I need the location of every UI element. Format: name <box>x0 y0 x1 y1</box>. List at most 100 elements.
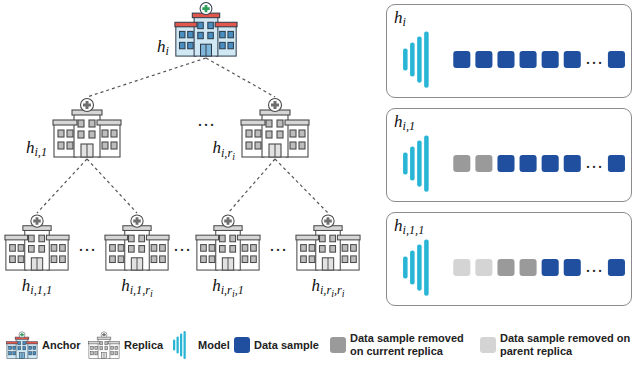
data-sample <box>453 155 470 172</box>
ellipsis: … <box>585 49 603 67</box>
data-sample <box>564 259 581 276</box>
legend-swatch <box>234 337 250 353</box>
hospital-icon <box>53 99 121 158</box>
ellipsis: … <box>269 236 287 254</box>
data-sample <box>453 259 470 276</box>
building-part <box>285 120 309 125</box>
building-part <box>330 246 336 253</box>
building-part <box>129 246 135 253</box>
building-part <box>351 245 357 252</box>
replica-hospital: hi,ri <box>240 98 310 158</box>
node-illustration <box>4 214 70 271</box>
text-part: i <box>150 288 153 299</box>
building-part <box>111 142 117 149</box>
model-bar <box>184 331 186 359</box>
building-part <box>216 229 241 270</box>
data-sample <box>564 51 581 68</box>
building-part <box>255 130 261 137</box>
building-part <box>330 235 336 242</box>
building-part <box>125 229 150 270</box>
legend-swatch <box>480 337 496 353</box>
building-part <box>160 245 166 252</box>
building-part <box>160 256 166 263</box>
building-part <box>129 235 135 242</box>
text-part: i,1 <box>34 146 47 160</box>
building-part <box>29 346 32 349</box>
building-part <box>342 256 348 263</box>
text-part: ,1 <box>235 283 244 297</box>
building-part <box>147 239 168 270</box>
text-part: i,ri,1 <box>221 283 244 297</box>
data-sample <box>520 51 537 68</box>
text-part: h <box>212 276 221 295</box>
building-part <box>98 338 110 358</box>
cross-symbol <box>271 101 279 109</box>
building-part <box>322 258 333 270</box>
building-part <box>301 256 307 263</box>
legend-item: Anchor <box>6 326 81 364</box>
cross-badge <box>322 215 334 227</box>
hospital-icon <box>241 99 309 158</box>
building-part <box>67 142 73 149</box>
building-part <box>60 256 66 263</box>
building-part <box>100 347 103 350</box>
building-part <box>105 347 108 350</box>
building-part <box>6 239 27 270</box>
building-part <box>297 239 318 270</box>
building-part <box>5 235 28 240</box>
building-part <box>78 120 84 127</box>
building-part <box>16 338 28 358</box>
building-part <box>110 245 116 252</box>
building-part <box>220 235 226 242</box>
cross-symbol <box>224 217 232 225</box>
door-line <box>328 258 329 270</box>
replica-hospital: hi,1,1 <box>4 214 70 271</box>
data-sample <box>475 51 492 68</box>
text-part: i <box>403 15 406 29</box>
building-part <box>115 352 118 355</box>
node-illustration <box>52 98 122 158</box>
text-part: i <box>166 45 169 59</box>
text-part: i <box>403 15 406 29</box>
cross-symbol <box>20 333 24 337</box>
cross-badge <box>101 332 107 338</box>
legend-text: Data sample removed on parent replica <box>500 332 634 357</box>
hospital-icon <box>296 215 360 270</box>
building-part <box>54 124 76 157</box>
building-part <box>201 245 207 252</box>
legend-text: Anchor <box>42 339 81 352</box>
building-part <box>194 16 218 56</box>
building-part <box>88 342 99 344</box>
data-sample <box>497 155 514 172</box>
building-part <box>9 352 12 355</box>
cross-badge <box>131 215 143 227</box>
model-bar <box>410 250 415 284</box>
text-part: h <box>311 276 320 295</box>
door-line <box>104 353 105 359</box>
building-part <box>27 342 38 344</box>
building-part <box>81 144 93 157</box>
building-part <box>220 31 225 37</box>
building-part <box>111 130 117 137</box>
building-part <box>338 239 359 270</box>
building-part <box>100 342 103 345</box>
building-part <box>215 22 237 27</box>
building-part <box>67 130 73 137</box>
building-part <box>242 124 264 157</box>
data-sample <box>564 155 581 172</box>
legend-hospital-icon <box>88 331 120 359</box>
legend-hospital-icon <box>6 331 38 359</box>
hospital-icon <box>105 215 169 270</box>
building-part <box>188 42 193 48</box>
data-sample <box>608 155 625 172</box>
node-label: hi,ri <box>212 139 235 158</box>
building-part <box>111 352 114 355</box>
model-bar <box>424 31 429 87</box>
ellipsis: … <box>197 111 215 129</box>
data-sample <box>475 259 492 276</box>
building-part <box>238 239 259 270</box>
text-part: i,1 <box>34 146 47 160</box>
building-part <box>301 245 307 252</box>
text-part: i,1,r <box>130 283 150 297</box>
replica-hospital: hi,ri,1 <box>195 214 261 271</box>
